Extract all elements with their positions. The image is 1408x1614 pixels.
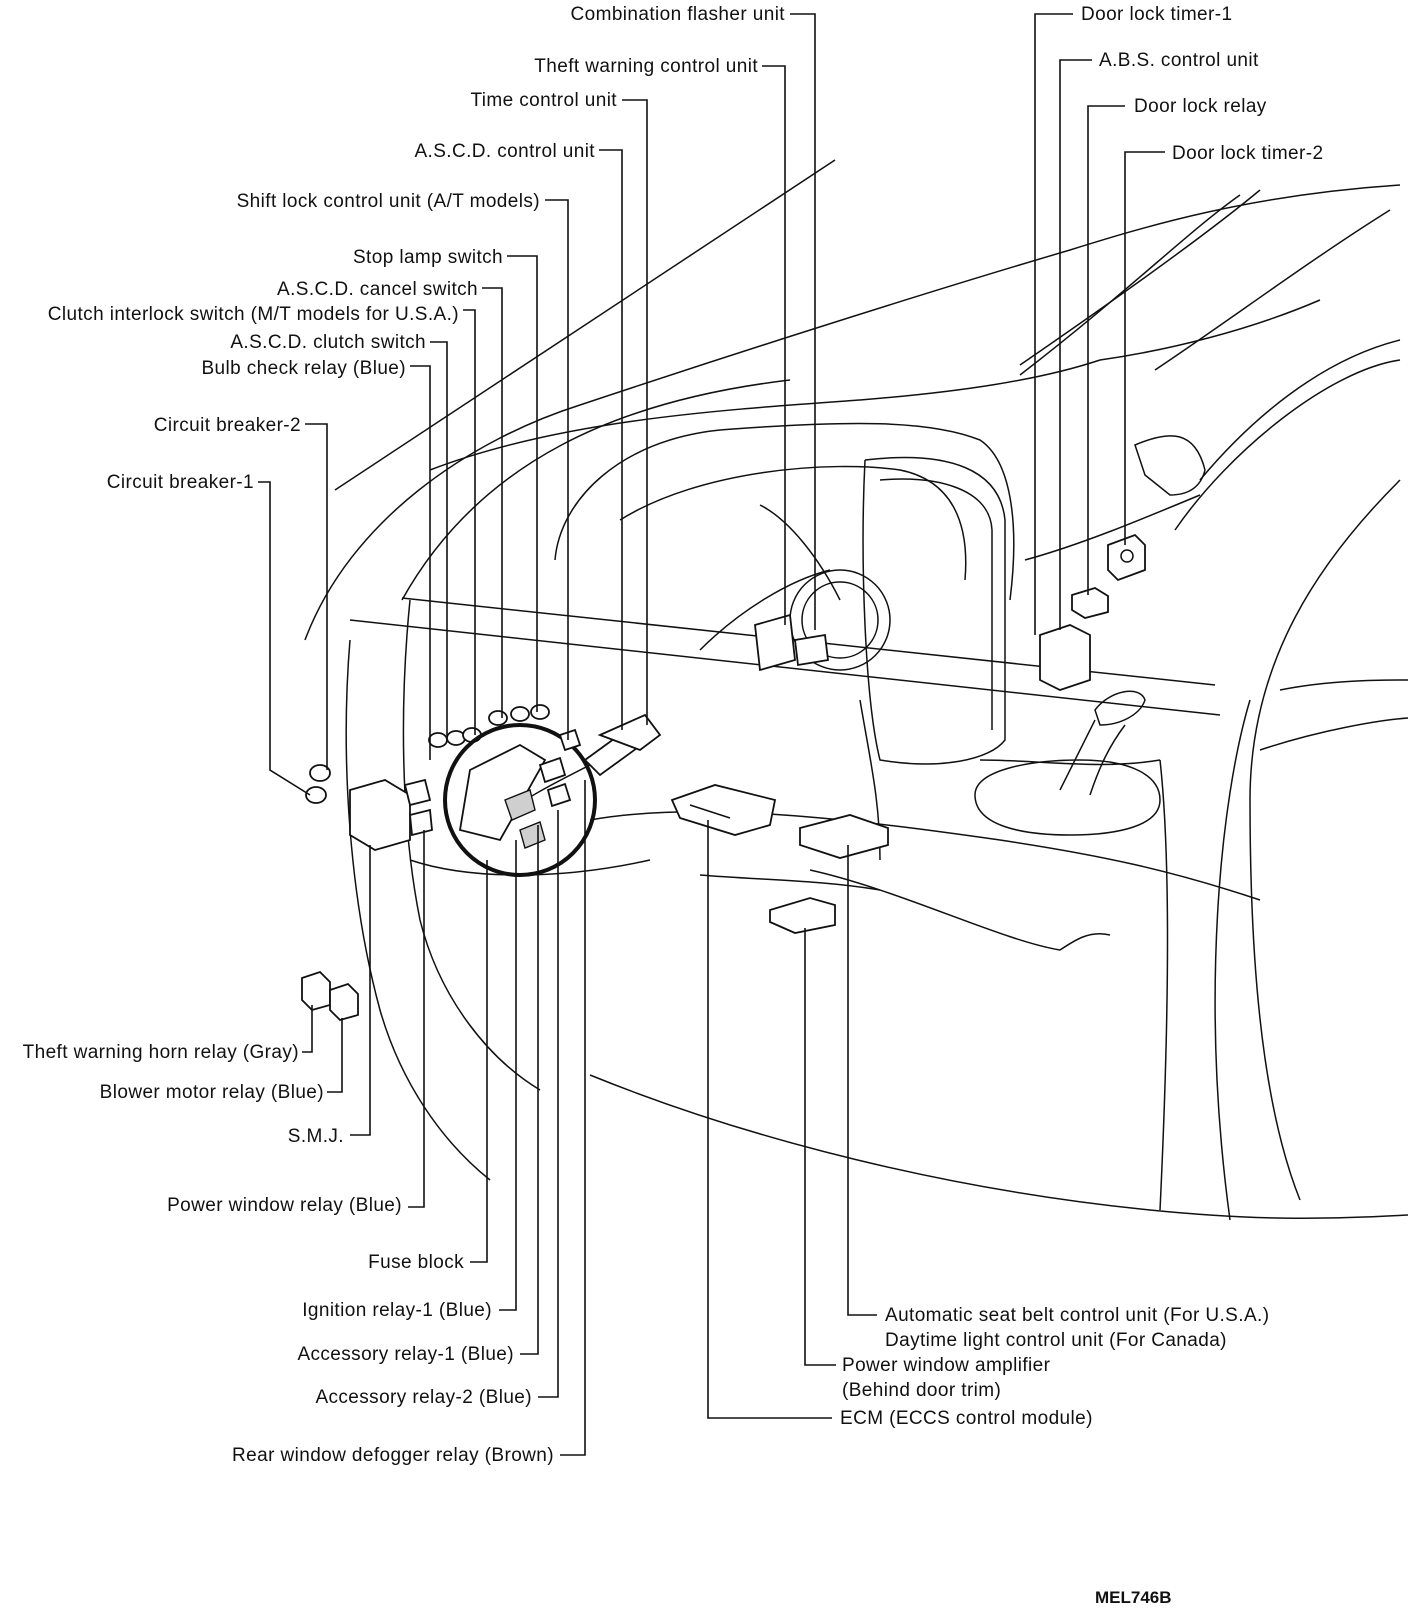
- label-stop-lamp-switch: Stop lamp switch: [353, 247, 503, 268]
- label-clutch-interlock-switch: Clutch interlock switch (M/T models for …: [48, 304, 459, 325]
- label-power-window-relay: Power window relay (Blue): [167, 1195, 402, 1216]
- leader-lines: [258, 13, 1165, 1456]
- label-ecm: ECM (ECCS control module): [840, 1408, 1093, 1429]
- label-smj: S.M.J.: [288, 1126, 344, 1147]
- control-unit-box: [558, 713, 662, 777]
- label-accessory-relay-2: Accessory relay-2 (Blue): [315, 1387, 532, 1408]
- labels: Combination flasher unit Theft warning c…: [23, 4, 1323, 1607]
- figure-code: MEL746B: [1095, 1588, 1172, 1607]
- label-shift-lock-control-unit: Shift lock control unit (A/T models): [237, 191, 540, 212]
- label-time-control-unit: Time control unit: [470, 90, 617, 111]
- label-power-window-amplifier-line2: (Behind door trim): [842, 1380, 1001, 1401]
- pw-amplifier-shape: [769, 897, 836, 934]
- label-theft-warning-control-unit: Theft warning control unit: [534, 56, 758, 77]
- label-circuit-breaker-2: Circuit breaker-2: [154, 415, 301, 436]
- label-ascd-control-unit: A.S.C.D. control unit: [414, 141, 595, 162]
- right-components: [1039, 533, 1146, 691]
- label-door-lock-timer-1: Door lock timer-1: [1081, 4, 1232, 25]
- label-door-lock-relay: Door lock relay: [1134, 96, 1267, 117]
- label-door-lock-timer-2: Door lock timer-2: [1172, 143, 1323, 164]
- label-automatic-seat-belt-line2: Daytime light control unit (For Canada): [885, 1330, 1227, 1351]
- flasher-unit: [754, 613, 829, 672]
- horn-blower-relays: [301, 970, 359, 1022]
- smj-shape: [349, 778, 433, 851]
- label-power-window-amplifier-line1: Power window amplifier: [842, 1355, 1051, 1376]
- label-combination-flasher-unit: Combination flasher unit: [571, 4, 786, 25]
- label-bulb-check-relay: Bulb check relay (Blue): [201, 358, 406, 379]
- label-theft-warning-horn-relay: Theft warning horn relay (Gray): [23, 1042, 299, 1063]
- dashboard-outline: [304, 159, 1408, 1221]
- label-abs-control-unit: A.B.S. control unit: [1099, 50, 1259, 71]
- label-ascd-clutch-switch: A.S.C.D. clutch switch: [230, 332, 426, 353]
- label-rear-window-defogger-relay: Rear window defogger relay (Brown): [232, 1445, 554, 1466]
- label-ascd-cancel-switch: A.S.C.D. cancel switch: [277, 279, 478, 300]
- components: [301, 533, 1146, 1022]
- ecm-shape: [670, 784, 777, 836]
- label-blower-motor-relay: Blower motor relay (Blue): [100, 1082, 324, 1103]
- circuit-breaker-shapes: [305, 764, 331, 804]
- label-ignition-relay-1: Ignition relay-1 (Blue): [302, 1300, 492, 1321]
- label-circuit-breaker-1: Circuit breaker-1: [107, 472, 254, 493]
- label-accessory-relay-1: Accessory relay-1 (Blue): [297, 1344, 514, 1365]
- seatbelt-unit-shape: [799, 814, 889, 859]
- label-automatic-seat-belt-line1: Automatic seat belt control unit (For U.…: [885, 1305, 1269, 1326]
- label-fuse-block: Fuse block: [368, 1252, 464, 1273]
- fuse-block-shape: [443, 723, 597, 877]
